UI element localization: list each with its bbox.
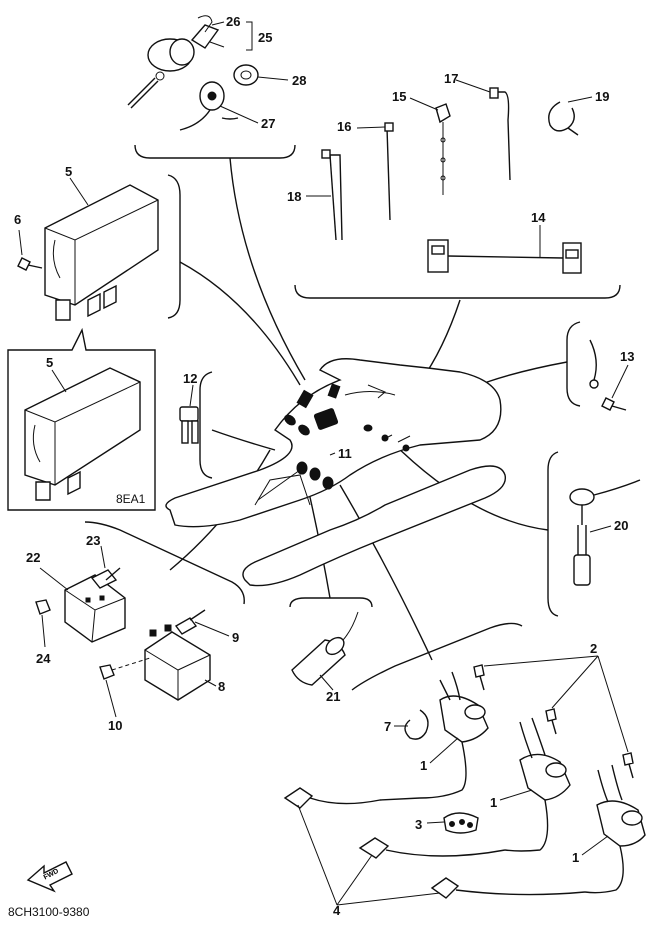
switch-part-27 [179, 81, 239, 131]
clamp-3 [443, 812, 479, 834]
catalog-code: 8CH3100-9380 [8, 905, 90, 919]
inset-box-8ea1 [7, 327, 156, 511]
main-wire-harness [165, 358, 507, 587]
callout-5a: 5 [65, 164, 72, 179]
callout-15: 15 [392, 89, 406, 104]
callout-18: 18 [287, 189, 301, 204]
bolt-6 [17, 257, 43, 271]
callout-25: 25 [258, 30, 272, 45]
capacitor-21 [291, 611, 359, 686]
relay-unit-22 [35, 567, 126, 643]
fwd-arrow-icon: FWD [26, 861, 73, 893]
callout-3: 3 [415, 817, 422, 832]
bolts-2 [473, 664, 634, 779]
callout-16: 16 [337, 119, 351, 134]
callout-1a: 1 [420, 758, 427, 773]
callout-20: 20 [614, 518, 628, 533]
callout-9: 9 [232, 630, 239, 645]
inset-label-8ea1: 8EA1 [116, 492, 146, 506]
callout-23: 23 [86, 533, 100, 548]
callout-22: 22 [26, 550, 40, 565]
callout-13: 13 [620, 349, 634, 364]
connector-12 [179, 406, 199, 444]
relay-unit-8 [99, 609, 211, 701]
callout-4: 4 [333, 903, 341, 918]
callout-1c: 1 [572, 850, 579, 865]
callout-26: 26 [226, 14, 240, 29]
callout-leaders [18, 21, 629, 906]
callout-8: 8 [218, 679, 225, 694]
cdi-unit-5 [44, 184, 159, 321]
callout-12: 12 [183, 371, 197, 386]
callout-28: 28 [292, 73, 306, 88]
ignition-coil-1a [419, 671, 489, 799]
callout-numbers: 26 25 28 27 5 6 5 8EA1 12 11 17 15 19 16… [8, 14, 634, 919]
clamp-parts-15-19 [321, 87, 579, 241]
callout-21: 21 [326, 689, 340, 704]
callout-2: 2 [590, 641, 597, 656]
callout-17: 17 [444, 71, 458, 86]
callout-7: 7 [384, 719, 391, 734]
nut-part-28 [233, 64, 259, 86]
callout-10: 10 [108, 718, 122, 733]
callout-24: 24 [36, 651, 51, 666]
callout-5b: 5 [46, 355, 53, 370]
clamp-7 [404, 709, 429, 740]
callout-19: 19 [595, 89, 609, 104]
spark-plug-leads-4 [283, 787, 586, 899]
ignition-coil-1b [504, 717, 571, 852]
band-part-14 [427, 239, 582, 274]
sensor-20 [569, 479, 641, 586]
ignition-coil-1c [584, 764, 646, 894]
cdi-unit-5-inset [24, 367, 141, 501]
callout-11: 11 [338, 446, 352, 461]
callout-14: 14 [531, 210, 546, 225]
callout-1b: 1 [490, 795, 497, 810]
ground-lead-13 [589, 339, 627, 411]
callout-27: 27 [261, 116, 275, 131]
main-switch-assembly [127, 15, 220, 109]
callout-6: 6 [14, 212, 21, 227]
